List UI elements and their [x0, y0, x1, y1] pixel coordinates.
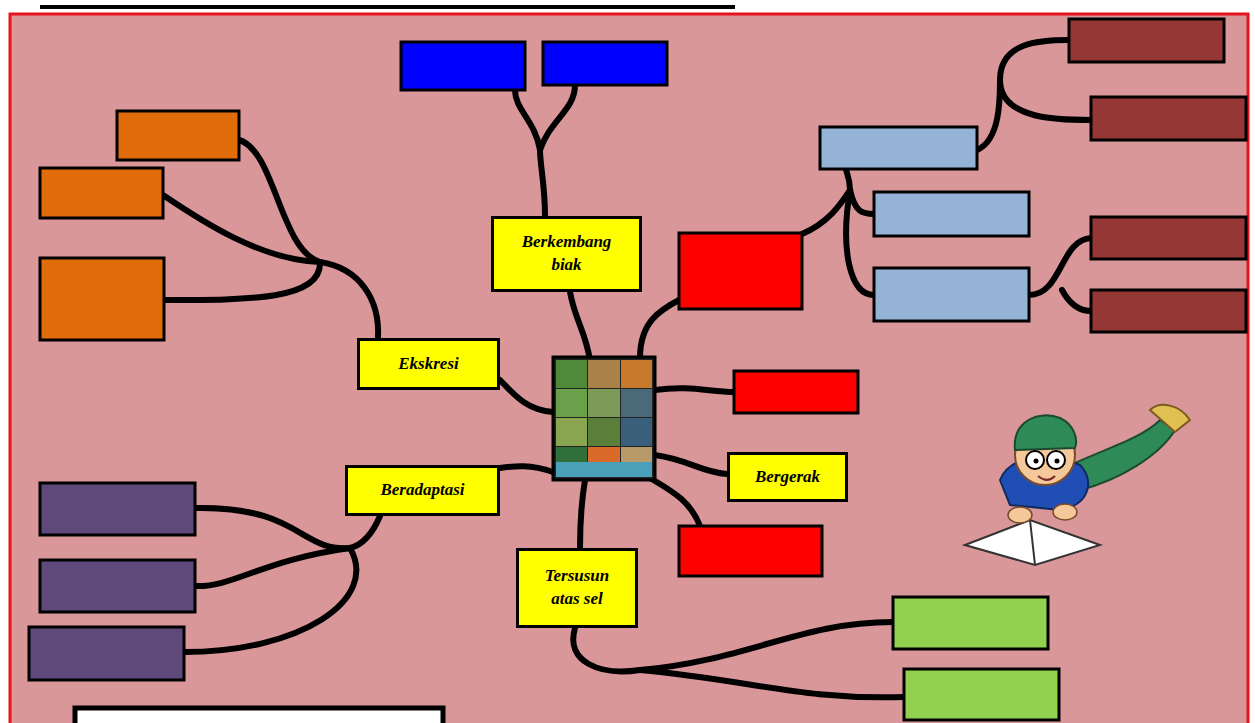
empty-box — [1091, 97, 1246, 140]
empty-box — [1091, 290, 1246, 332]
empty-box — [820, 127, 977, 169]
boy-hand — [1053, 504, 1077, 520]
topic-box: Tersusun atas sel — [516, 548, 638, 628]
empty-box — [117, 111, 239, 160]
branch-line — [977, 40, 1069, 150]
photo-frame — [553, 357, 655, 480]
boy-eye — [1034, 459, 1039, 464]
photo-tile — [621, 389, 652, 417]
empty-box — [679, 233, 802, 309]
empty-box — [401, 42, 525, 90]
animal-photo-collage — [553, 357, 655, 480]
empty-box — [40, 560, 195, 612]
top-rule — [40, 5, 735, 9]
boy-glasses — [1047, 451, 1065, 469]
topic-label: Beradaptasi — [380, 479, 464, 502]
branch-line — [163, 195, 320, 262]
branch-line — [846, 190, 874, 295]
topic-label: Tersusun atas sel — [531, 565, 623, 611]
photo-tile — [588, 360, 620, 388]
topic-label: Bergerak — [755, 466, 820, 489]
topic-box: Beradaptasi — [345, 465, 500, 516]
branch-line — [850, 190, 874, 214]
empty-box — [40, 168, 163, 218]
empty-box — [40, 258, 164, 340]
empty-box — [874, 192, 1029, 236]
empty-box — [904, 669, 1059, 720]
topic-box: Berkembang biak — [491, 216, 642, 292]
boy-shoe — [1150, 405, 1190, 432]
empty-box — [543, 42, 667, 85]
map-panel — [10, 14, 1248, 723]
empty-boxes — [29, 19, 1246, 723]
book — [965, 520, 1100, 565]
branch-line — [1029, 238, 1091, 295]
photo-tile — [588, 418, 620, 446]
branch-line — [540, 85, 575, 150]
empty-box — [734, 371, 858, 413]
reading-boy-illustration — [965, 405, 1190, 565]
branch-line — [1062, 290, 1091, 311]
empty-box — [29, 627, 184, 680]
empty-box — [874, 268, 1029, 321]
empty-box — [893, 597, 1048, 649]
branch-line — [500, 466, 553, 472]
branch-line — [500, 380, 553, 412]
boy-hand — [1008, 507, 1032, 523]
photo-tile — [556, 360, 587, 388]
empty-box — [75, 708, 443, 723]
branch-line — [650, 478, 700, 526]
branch-line — [184, 548, 356, 652]
branch-line — [1000, 80, 1091, 120]
branch-line — [573, 622, 893, 671]
branch-line — [320, 262, 378, 338]
branch-line — [846, 169, 850, 190]
photo-tile — [621, 360, 652, 388]
branch-line — [640, 300, 679, 358]
branch-line — [570, 292, 590, 360]
boy-glasses — [1026, 451, 1044, 469]
branch-line — [640, 670, 904, 697]
branch-line — [655, 388, 734, 392]
boy-mouth — [1038, 476, 1055, 480]
branch-lines — [163, 40, 1091, 697]
empty-box — [1091, 217, 1246, 259]
topic-label: Berkembang biak — [511, 231, 623, 277]
photo-tile — [556, 418, 587, 446]
topic-label: Ekskresi — [398, 353, 458, 376]
topic-box: Bergerak — [727, 452, 848, 502]
boy-eye — [1055, 459, 1060, 464]
branch-line — [802, 190, 850, 234]
branch-line — [655, 455, 727, 474]
branch-line — [515, 90, 545, 216]
empty-box — [1069, 19, 1224, 62]
photo-tile — [621, 418, 652, 446]
photo-tile — [556, 389, 587, 417]
photo-tile — [556, 462, 652, 477]
boy-cap — [1015, 415, 1076, 450]
branch-line — [164, 262, 320, 300]
photo-tile — [588, 389, 620, 417]
topic-box: Ekskresi — [357, 338, 500, 390]
branch-line — [195, 548, 350, 586]
empty-box — [679, 526, 822, 576]
book-spine — [1030, 520, 1035, 565]
empty-box — [40, 483, 195, 535]
branch-line — [580, 480, 585, 548]
